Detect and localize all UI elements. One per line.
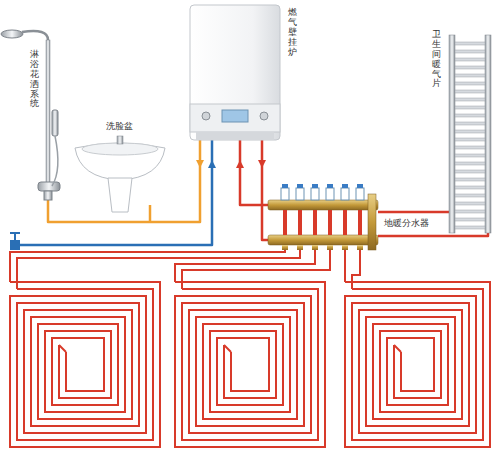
part-label: 地暖分水器	[384, 219, 429, 229]
radiator-bar	[455, 178, 485, 181]
return-pipe	[262, 140, 268, 240]
radiator-bar	[455, 130, 485, 133]
heating-pipe	[224, 345, 231, 352]
radiator-bar	[455, 122, 485, 125]
radiator-bar	[455, 154, 485, 157]
radiator-bar	[455, 58, 485, 61]
part-label: 淋浴花洒系统	[30, 50, 39, 109]
floor-manifold	[268, 184, 378, 250]
radiator-bar	[455, 138, 485, 141]
radiator-pipe	[378, 212, 452, 230]
radiator-bar	[455, 218, 485, 221]
heating-pipe	[345, 282, 490, 447]
radiator-bar	[455, 50, 485, 53]
flow-arrows	[196, 160, 266, 168]
manifold-valve	[311, 184, 319, 250]
heating-pipe	[352, 289, 483, 440]
heating-loop	[175, 250, 330, 447]
shower-set	[1, 30, 60, 200]
radiator-bar	[455, 162, 485, 165]
radiator-bar	[455, 90, 485, 93]
inlet-valve	[10, 233, 20, 250]
radiator-bar	[455, 74, 485, 77]
radiator-bar	[455, 82, 485, 85]
manifold-valve	[341, 184, 349, 250]
radiator-bar	[455, 98, 485, 101]
heating-pipe	[344, 250, 346, 282]
heating-pipe	[352, 250, 360, 289]
heating-pipe	[175, 250, 315, 282]
boiler-pipes	[15, 140, 488, 245]
heating-pipe	[182, 250, 330, 289]
heating-loop	[345, 250, 490, 447]
part-label: 洗脸盆	[106, 122, 133, 132]
heating-pipe	[59, 345, 66, 352]
radiator-bar	[455, 210, 485, 213]
manifold-valve	[356, 184, 364, 250]
radiator-bar	[455, 186, 485, 189]
heating-loop	[10, 250, 300, 447]
cold-water-pipe	[15, 140, 212, 245]
heating-pipe	[182, 289, 318, 440]
radiator-bar	[455, 226, 485, 229]
floor-heating-loops	[10, 250, 490, 447]
heating-pipe	[10, 250, 285, 282]
hot-water-pipe	[48, 140, 200, 222]
heating-pipe	[10, 282, 160, 447]
radiator-bar	[455, 170, 485, 173]
manifold-valve	[296, 184, 304, 250]
radiator-bar	[455, 42, 485, 45]
wash-basin	[75, 136, 165, 212]
radiator-pipe	[378, 230, 488, 236]
radiator-bar	[455, 194, 485, 197]
hot-water-branch	[149, 205, 152, 222]
supply-pipe	[240, 140, 268, 205]
towel-radiator	[449, 35, 491, 233]
part-label: 燃气壁挂炉	[288, 8, 297, 57]
part-label: 卫生间暖气片	[432, 30, 441, 89]
manifold-valve	[281, 184, 289, 250]
gas-boiler	[190, 5, 280, 140]
heating-pipe	[175, 282, 325, 447]
radiator-bar	[455, 106, 485, 109]
radiator-bar	[455, 114, 485, 117]
heating-pipe	[17, 289, 153, 440]
heating-pipe	[394, 345, 401, 352]
radiator-bar	[455, 146, 485, 149]
manifold-valve	[326, 184, 334, 250]
radiator-bar	[455, 202, 485, 205]
radiator-bar	[455, 66, 485, 69]
